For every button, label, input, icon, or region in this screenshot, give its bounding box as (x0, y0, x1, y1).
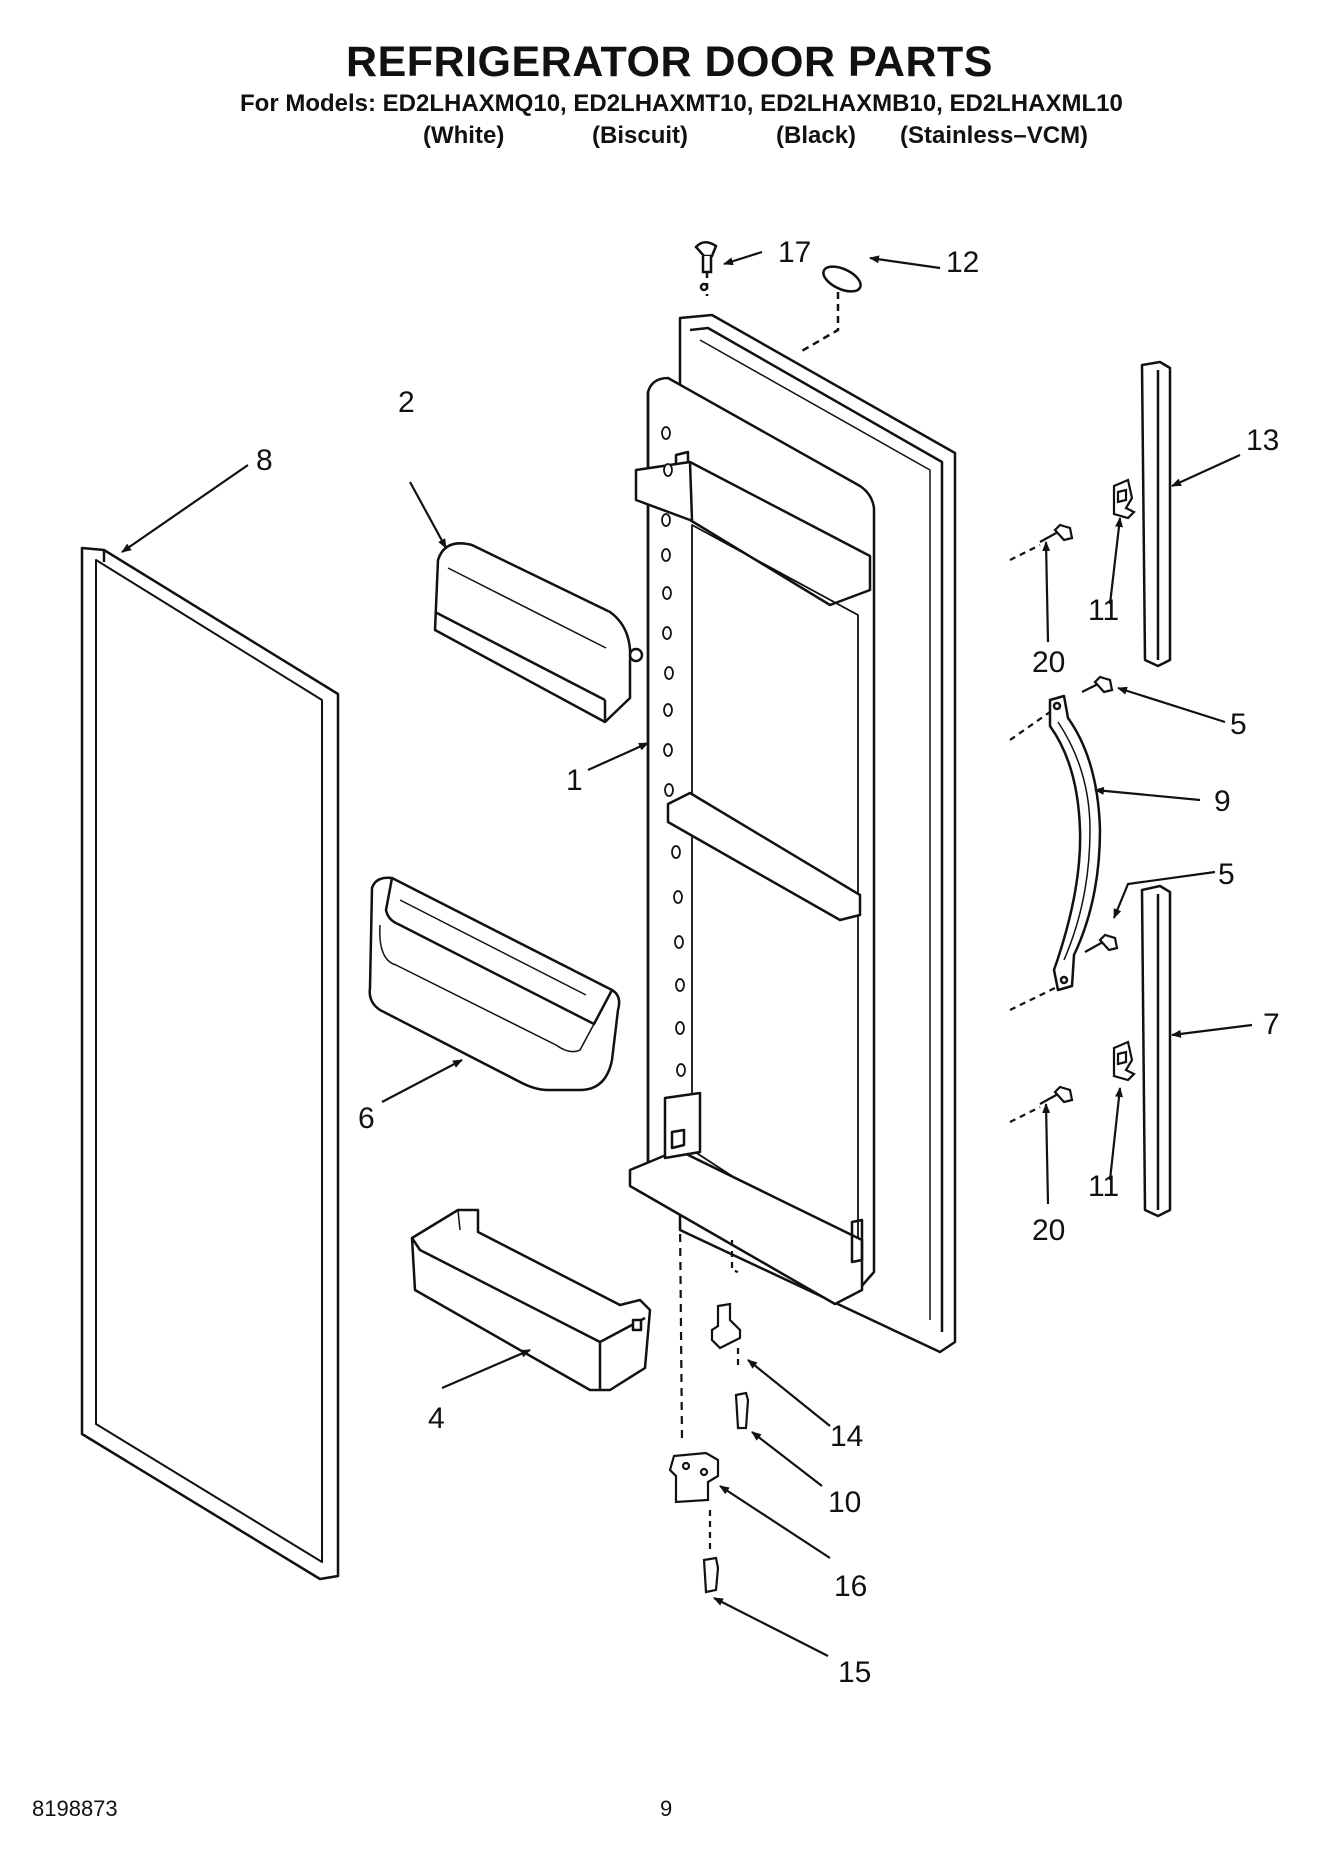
label-clip-lower: 11 (1088, 1170, 1119, 1203)
screw-clip-upper (1009, 523, 1074, 561)
label-hinge: 16 (834, 1570, 867, 1603)
hinge (668, 1219, 720, 1550)
color-biscuit: (Biscuit) (592, 122, 688, 149)
callout-arrows (121, 250, 1253, 1657)
label-screw-clip-upper: 20 (1032, 646, 1065, 679)
bottom-bin (410, 1208, 652, 1392)
callout-labels: 17 12 2 8 13 11 20 5 1 9 5 7 6 11 20 4 1… (256, 236, 1280, 1689)
label-door-liner: 1 (566, 764, 583, 797)
label-handle: 9 (1214, 785, 1231, 818)
label-hinge-bolt: 15 (838, 1656, 871, 1689)
label-screw-upper: 5 (1230, 708, 1247, 741)
label-screw-lower: 5 (1218, 858, 1235, 891)
label-plug: 12 (946, 246, 979, 279)
dairy-door (433, 542, 644, 724)
models-line: For Models: ED2LHAXMQ10, ED2LHAXMT10, ED… (240, 90, 1123, 117)
label-hinge-screw: 10 (828, 1486, 861, 1519)
color-black: (Black) (776, 122, 857, 149)
bushing (694, 241, 718, 296)
hinge-screw (734, 1391, 750, 1430)
document-number: 8198873 (32, 1796, 118, 1821)
label-door-bin: 6 (358, 1102, 375, 1135)
color-white: (White) (423, 122, 505, 149)
hinge-pin (710, 1240, 742, 1368)
label-trim-upper: 13 (1246, 424, 1279, 457)
label-screw-clip-lower: 20 (1032, 1214, 1065, 1247)
hinge-bolt (702, 1556, 720, 1594)
color-stainless: (Stainless–VCM) (900, 122, 1089, 149)
clip-lower (1112, 1040, 1136, 1082)
screw-clip-lower (1009, 1085, 1074, 1123)
handle-screw-upper (1009, 675, 1114, 741)
door-bin (368, 876, 621, 1092)
label-bottom-bin: 4 (428, 1402, 445, 1435)
upper-trim (1140, 360, 1172, 668)
label-clip-upper: 11 (1088, 594, 1119, 627)
door-handle (1048, 694, 1102, 992)
label-trim-lower: 7 (1263, 1008, 1280, 1041)
label-hinge-pin: 14 (830, 1420, 863, 1453)
door-liner (628, 313, 957, 1354)
page-title: REFRIGERATOR DOOR PARTS (346, 38, 993, 86)
lower-trim (1140, 884, 1172, 1218)
door-gasket (80, 546, 340, 1581)
clip-upper (1112, 478, 1136, 520)
label-bushing: 17 (778, 236, 811, 269)
handle-screw-lower (1009, 933, 1119, 1011)
page-number: 9 (660, 1796, 673, 1821)
label-dairy-door: 2 (398, 386, 415, 419)
label-gasket: 8 (256, 444, 273, 477)
hole-plug (799, 265, 862, 354)
